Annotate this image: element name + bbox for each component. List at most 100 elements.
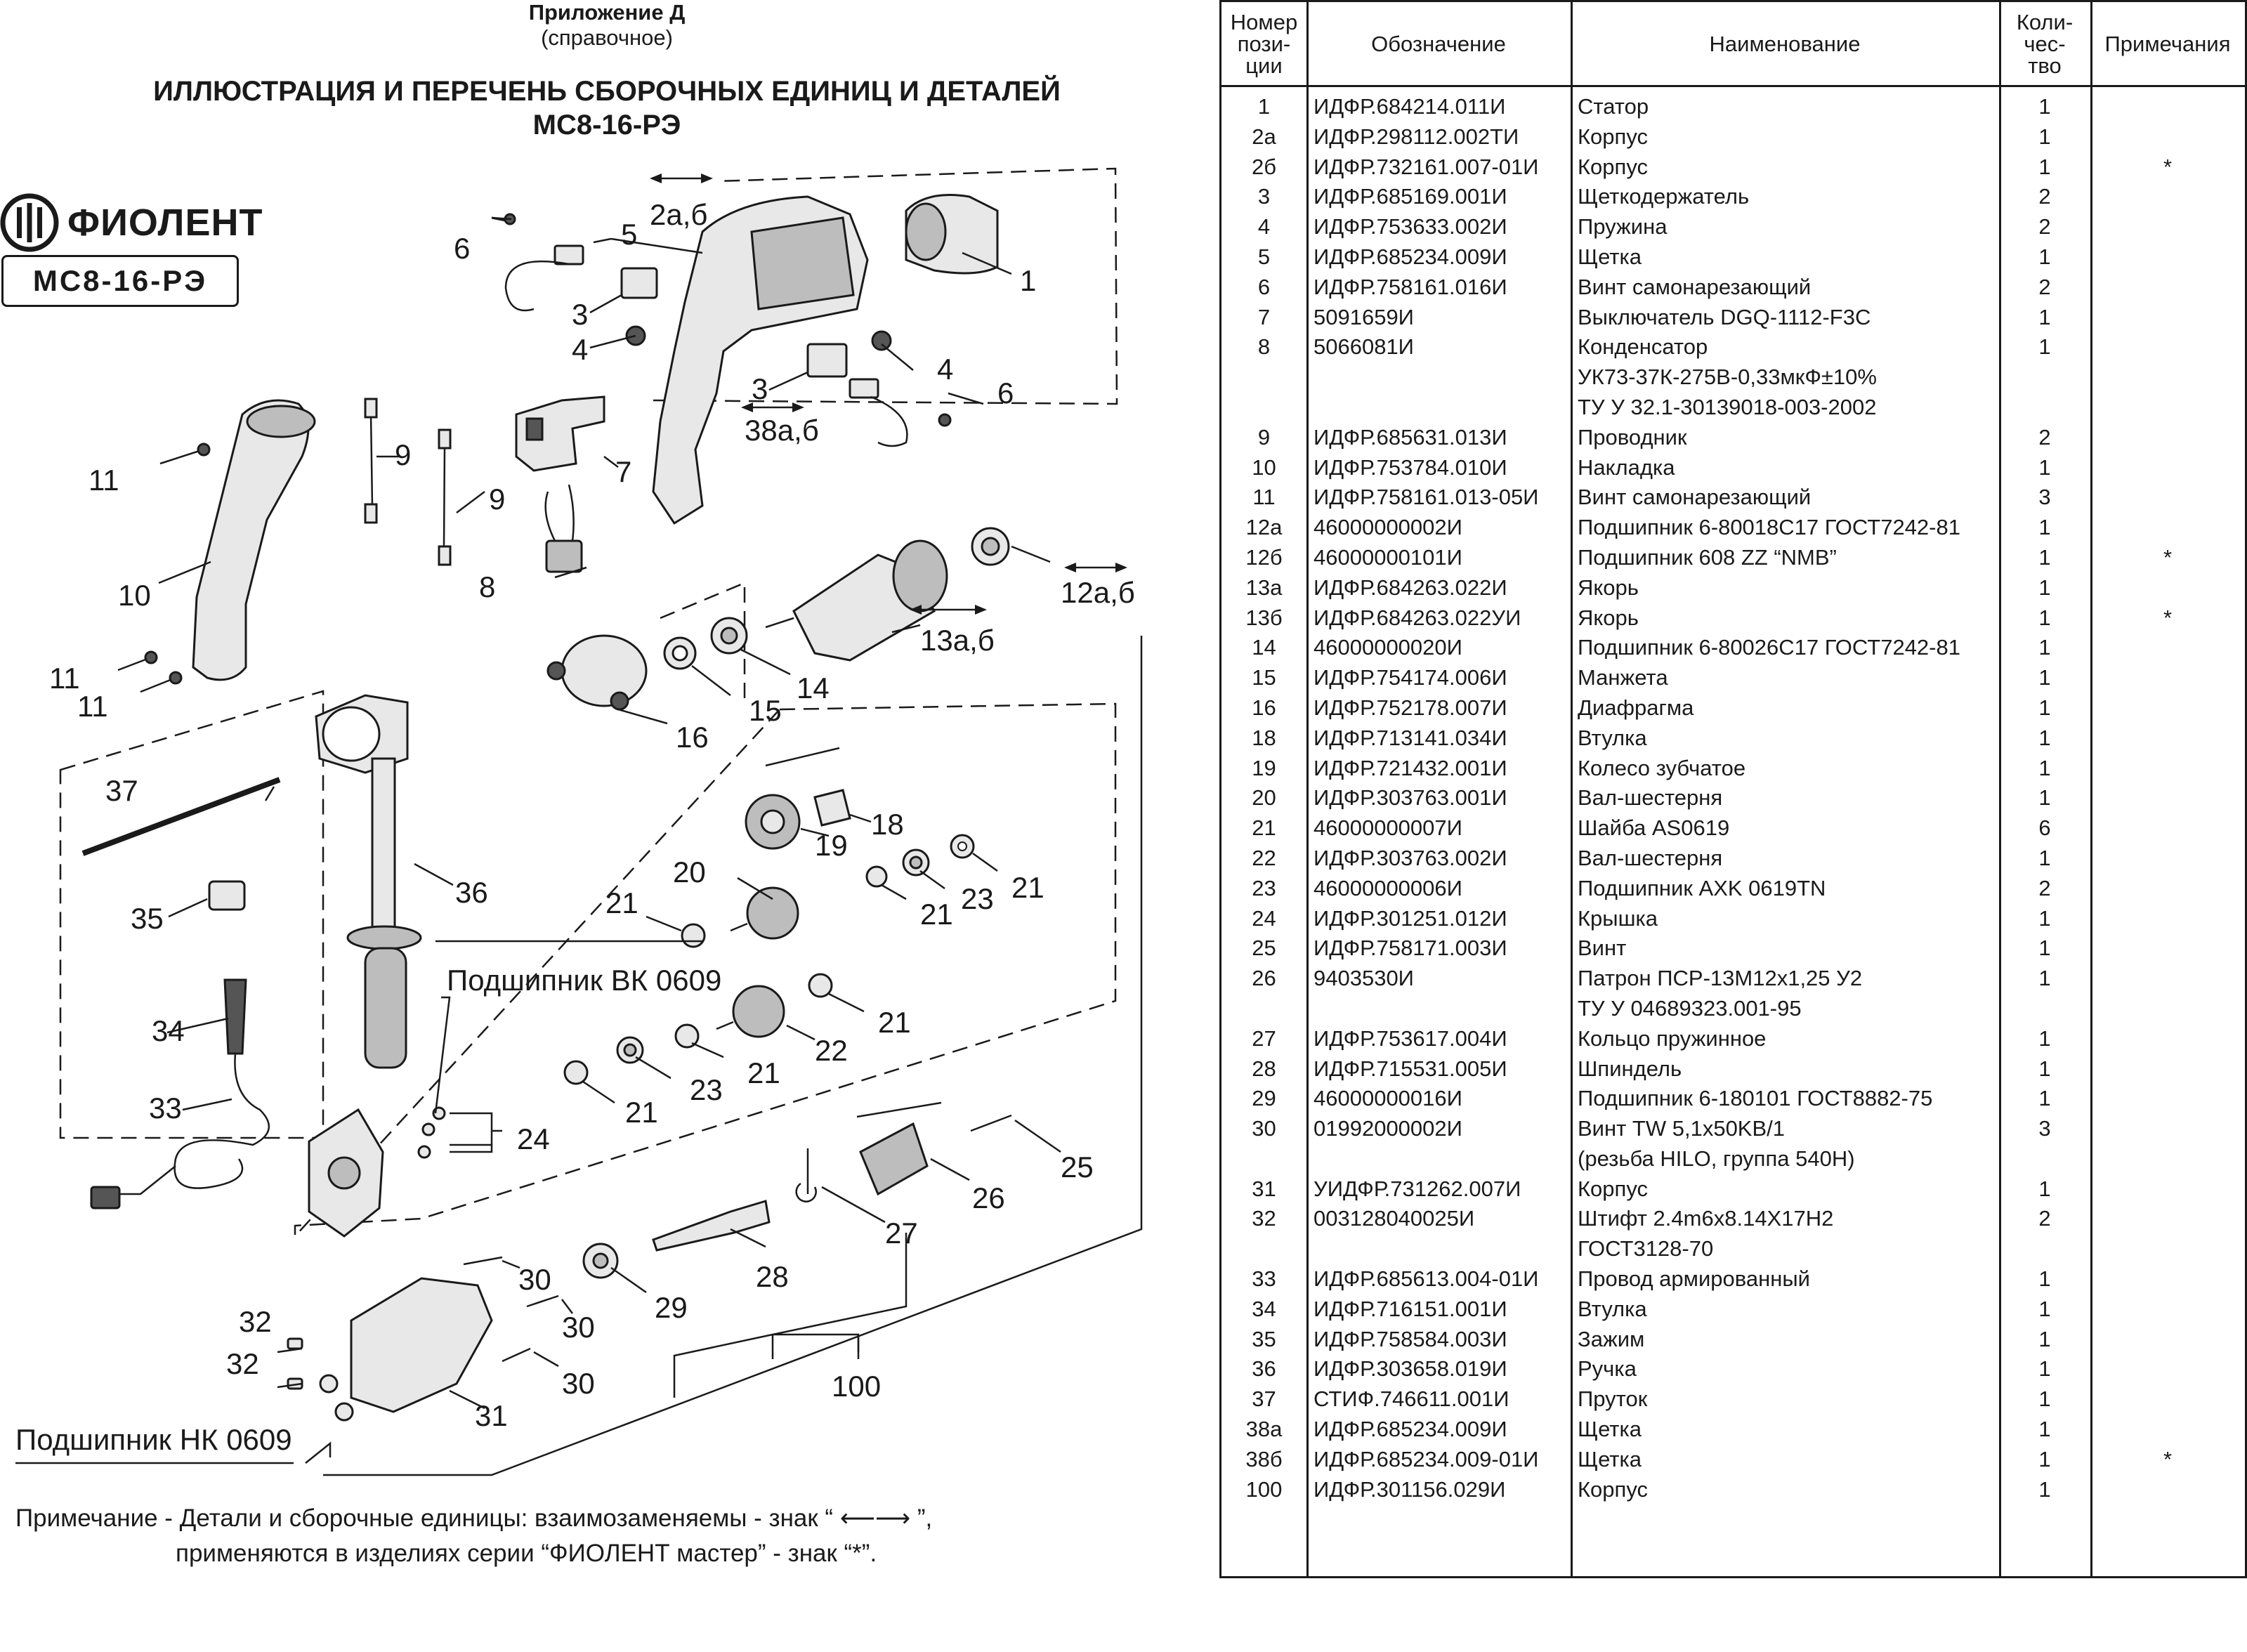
callout-31: 31 [475,1399,508,1432]
cell-note [2090,693,2245,723]
cell-position [1221,1144,1306,1174]
callout-11-top: 11 [89,464,119,497]
brand: ФИОЛЕНТ [0,191,263,254]
cell-quantity: 1 [2038,635,2051,660]
cell-note [2090,994,2245,1024]
cell-name: Колесо зубчатое [1578,755,1746,780]
cell-designation: 5066081И [1314,334,1414,360]
assembly-outline-gearhousing [765,747,840,767]
callout-7: 7 [615,455,631,488]
cell-name: Провод армированный [1578,1266,1810,1292]
part-gearbox-cover [308,1106,446,1238]
callout-24: 24 [517,1122,550,1155]
cell-name: Винт TW 5,1х50KB/1 [1578,1116,1786,1141]
callout-21-a: 21 [1011,871,1044,904]
callout-13ab: 13а,б [920,624,995,657]
callout-30-a: 30 [518,1263,551,1296]
cell-name: Зажим [1578,1326,1645,1351]
cell-name: Втулка [1578,725,1647,750]
header-designation: Обозначение [1371,31,1506,56]
assembly-outline-left [59,690,325,1139]
cell-designation: 46000000016И [1314,1086,1462,1111]
cell-designation: ИДФР.758161.013-05И [1314,485,1539,510]
cell-position: 13б [1245,605,1283,630]
cell-designation: ИДФР.685234.009-01И [1314,1446,1539,1471]
cell-quantity: 1 [2038,94,2051,119]
cell-designation: ИДФР.721432.001И [1314,755,1507,780]
note-line-1: Примечание - Детали и сборочные единицы:… [15,1504,933,1532]
cell-name: ГОСТ3128-70 [1578,1236,1714,1261]
callout-11-mid: 11 [49,662,80,695]
assembly-outline-gearbox [660,582,746,702]
cell-quantity: 1 [2038,1417,2051,1442]
part-capacitor [544,484,583,573]
cell-name: Корпус [1578,154,1648,179]
cell-position: 3 [1257,184,1271,209]
cell-note [2090,663,2245,693]
part-screws-11 [117,442,211,693]
cell-note [2090,1475,2245,1505]
callout-6-right: 6 [997,376,1014,409]
cell-quantity: 2 [2038,214,2051,240]
cell-note [2090,1024,2245,1054]
cell-designation [1306,362,1571,393]
cell-name: Винт самонарезающий [1578,485,1812,510]
brand-name: ФИОЛЕНТ [67,202,263,244]
cell-name: Ручка [1578,1356,1637,1382]
cell-quantity: 6 [2038,815,2051,841]
cell-position: 16 [1252,695,1276,720]
cell-note [2090,1084,2245,1114]
callout-36: 36 [455,876,488,909]
callout-21-d: 21 [878,1006,911,1039]
cell-quantity: 1 [2038,544,2051,570]
part-brush-holder-right [806,330,952,447]
cell-note [2090,573,2245,603]
callout-4-left: 4 [572,333,588,366]
cell-note [2090,273,2245,303]
part-gear-19 [745,789,851,850]
cell-designation: ИДФР.732161.007-01И [1314,154,1539,179]
part-rod [81,777,281,856]
cell-quantity: 1 [2038,785,2051,811]
part-motor-housing [652,195,869,525]
header-name: Наименование [1709,31,1861,56]
callout-23-a: 23 [961,882,994,915]
cell-position: 4 [1257,214,1271,240]
callout-19: 19 [815,829,848,862]
cell-quantity [1999,1144,2090,1174]
callout-8: 8 [479,570,495,603]
callout-30-b: 30 [562,1311,595,1344]
cell-name: Подшипник 6-80026С17 ГОСТ7242-81 [1578,635,1960,660]
cell-note [2090,933,2245,964]
cell-quantity: 1 [2038,665,2051,690]
part-gear-shafts [716,886,799,1038]
cell-note [2090,1054,2245,1084]
cell-name: Подшипник 608 ZZ “NMB” [1578,544,1837,570]
cell-designation: ИДФР.715531.005И [1314,1056,1507,1081]
cell-quantity: 2 [2038,274,2051,299]
cell-quantity: 1 [2038,755,2051,780]
cell-note [2090,813,2245,844]
header-notes: Примечания [2104,31,2231,56]
cell-position: 21 [1252,815,1276,841]
cell-position: 31 [1252,1176,1276,1201]
callout-33: 33 [149,1092,182,1125]
cell-quantity: 2 [2038,875,2051,900]
cell-name: Пружина [1578,214,1668,240]
cell-position: 2б [1252,154,1276,179]
cell-note [2090,513,2245,543]
cell-quantity: 2 [2038,1206,2051,1231]
cell-note [2090,212,2245,242]
cell-designation: ИДФР.685234.009И [1314,244,1507,269]
